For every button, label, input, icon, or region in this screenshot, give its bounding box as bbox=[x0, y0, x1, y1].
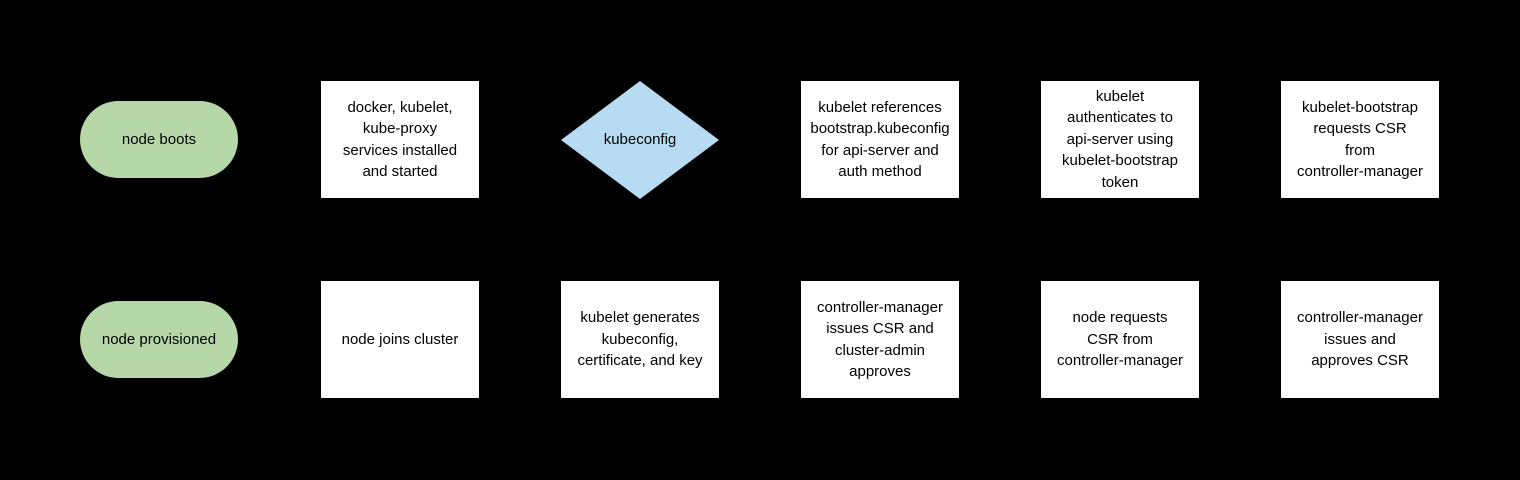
process-cm-issues-csr-admin-approves: controller-manager issues CSR and cluste… bbox=[801, 281, 959, 398]
kubeconfig-label: kubeconfig bbox=[603, 131, 677, 149]
bootstrap-requests-csr-label: kubelet-bootstrap requests CSR from cont… bbox=[1297, 98, 1423, 181]
terminator-node-boots: node boots bbox=[80, 101, 238, 178]
process-kubelet-authenticates: kubelet authenticates to api-server usin… bbox=[1041, 81, 1199, 198]
process-node-requests-csr: node requests CSR from controller-manage… bbox=[1041, 281, 1199, 398]
process-kubelet-generates: kubelet generates kubeconfig, certificat… bbox=[561, 281, 719, 398]
kubelet-authenticates-label: kubelet authenticates to api-server usin… bbox=[1062, 87, 1178, 191]
node-provisioned-label: node provisioned bbox=[101, 330, 217, 348]
kubelet-generates-label: kubelet generates kubeconfig, certificat… bbox=[577, 309, 703, 370]
process-kubelet-references: kubelet references bootstrap.kubeconfig … bbox=[801, 81, 959, 198]
process-bootstrap-requests-csr: kubelet-bootstrap requests CSR from cont… bbox=[1281, 81, 1439, 198]
node-joins-cluster-label: node joins cluster bbox=[341, 330, 459, 348]
process-node-joins-cluster: node joins cluster bbox=[321, 281, 479, 398]
terminator-node-provisioned: node provisioned bbox=[80, 301, 238, 378]
process-services-installed: docker, kubelet, kube-proxy services ins… bbox=[321, 81, 479, 198]
node-requests-csr-label: node requests CSR from controller-manage… bbox=[1057, 309, 1183, 370]
cm-issues-csr-admin-approves-label: controller-manager issues CSR and cluste… bbox=[817, 298, 943, 381]
decision-kubeconfig: kubeconfig bbox=[561, 81, 719, 199]
node-boots-label: node boots bbox=[121, 130, 197, 148]
services-installed-label: docker, kubelet, kube-proxy services ins… bbox=[342, 98, 458, 181]
kubelet-references-label: kubelet references bootstrap.kubeconfig … bbox=[810, 98, 950, 181]
cm-issues-approves-csr-label: controller-manager issues and approves C… bbox=[1297, 309, 1423, 370]
process-cm-issues-approves-csr: controller-manager issues and approves C… bbox=[1281, 281, 1439, 398]
